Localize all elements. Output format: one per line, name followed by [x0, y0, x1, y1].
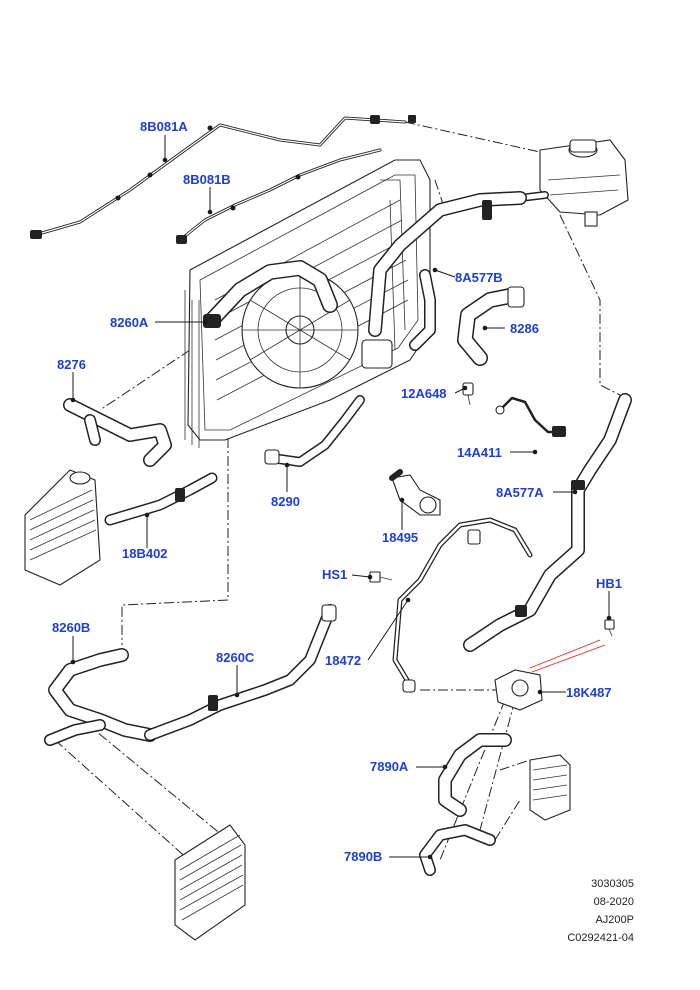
label-hb1[interactable]: HB1	[596, 576, 622, 591]
expansion-tank[interactable]	[516, 139, 629, 227]
bleed-line-8b081a[interactable]	[30, 115, 416, 239]
label-8a577b[interactable]: 8A577B	[455, 270, 503, 285]
hose-8260c[interactable]	[144, 604, 337, 741]
label-8a577a[interactable]: 8A577A	[496, 485, 544, 500]
hose-upper-right[interactable]	[368, 191, 527, 337]
label-8260c[interactable]: 8260C	[216, 650, 255, 665]
label-8260a[interactable]: 8260A	[110, 315, 149, 330]
label-8b081b[interactable]: 8B081B	[183, 172, 231, 187]
label-8276[interactable]: 8276	[57, 357, 86, 372]
valve-18495[interactable]	[389, 469, 441, 516]
bleed-line-8b081b[interactable]	[176, 148, 382, 244]
label-18b402[interactable]: 18B402	[122, 546, 168, 561]
label-18472[interactable]: 18472	[325, 653, 361, 668]
hose-7890b[interactable]	[419, 824, 496, 876]
housing-18k487[interactable]	[494, 639, 606, 711]
part-labels: 8B081A 8B081B 8A577B 8260A 8286 8276 12A…	[52, 119, 622, 864]
hose-8a577b[interactable]	[409, 269, 436, 351]
label-8286[interactable]: 8286	[510, 321, 539, 336]
label-8290[interactable]: 8290	[271, 494, 300, 509]
bolt-hb1[interactable]	[604, 619, 615, 637]
intercooler[interactable]	[24, 469, 101, 586]
routing-lines	[54, 121, 621, 871]
label-18k487[interactable]: 18K487	[566, 685, 612, 700]
auxiliary-radiator[interactable]	[174, 824, 246, 941]
pipe-18b402[interactable]	[104, 472, 218, 526]
hose-8290[interactable]	[264, 395, 365, 467]
label-hs1[interactable]: HS1	[322, 567, 347, 582]
hose-8a577a[interactable]	[463, 393, 632, 652]
hose-8276[interactable]	[63, 398, 172, 467]
catalog-reference: C0292421-04	[567, 932, 634, 944]
leader-lines	[70, 135, 612, 860]
oil-cooler[interactable]	[529, 754, 571, 821]
label-14a411[interactable]: 14A411	[457, 445, 502, 460]
label-12a648[interactable]: 12A648	[401, 386, 447, 401]
bolt-hs1[interactable]	[369, 571, 393, 583]
label-18495[interactable]: 18495	[382, 530, 418, 545]
label-7890b[interactable]: 7890B	[344, 849, 382, 864]
drawing-number: 3030305	[591, 878, 634, 890]
drawing-reference: 3030305 08-2020 AJ200P C0292421-04	[567, 878, 634, 950]
hose-7890a[interactable]	[438, 733, 512, 817]
hose-8260b[interactable]	[44, 648, 157, 746]
hose-8286[interactable]	[457, 286, 525, 366]
drawing-date: 08-2020	[593, 896, 634, 908]
label-7890a[interactable]: 7890A	[370, 759, 409, 774]
hose-8260a[interactable]	[203, 260, 338, 328]
engine-code: AJ200P	[595, 914, 634, 926]
pipe-18472[interactable]	[392, 517, 533, 693]
sensor-harness-14a411[interactable]	[495, 396, 566, 437]
label-8260b[interactable]: 8260B	[52, 620, 90, 635]
label-8b081a[interactable]: 8B081A	[140, 119, 188, 134]
